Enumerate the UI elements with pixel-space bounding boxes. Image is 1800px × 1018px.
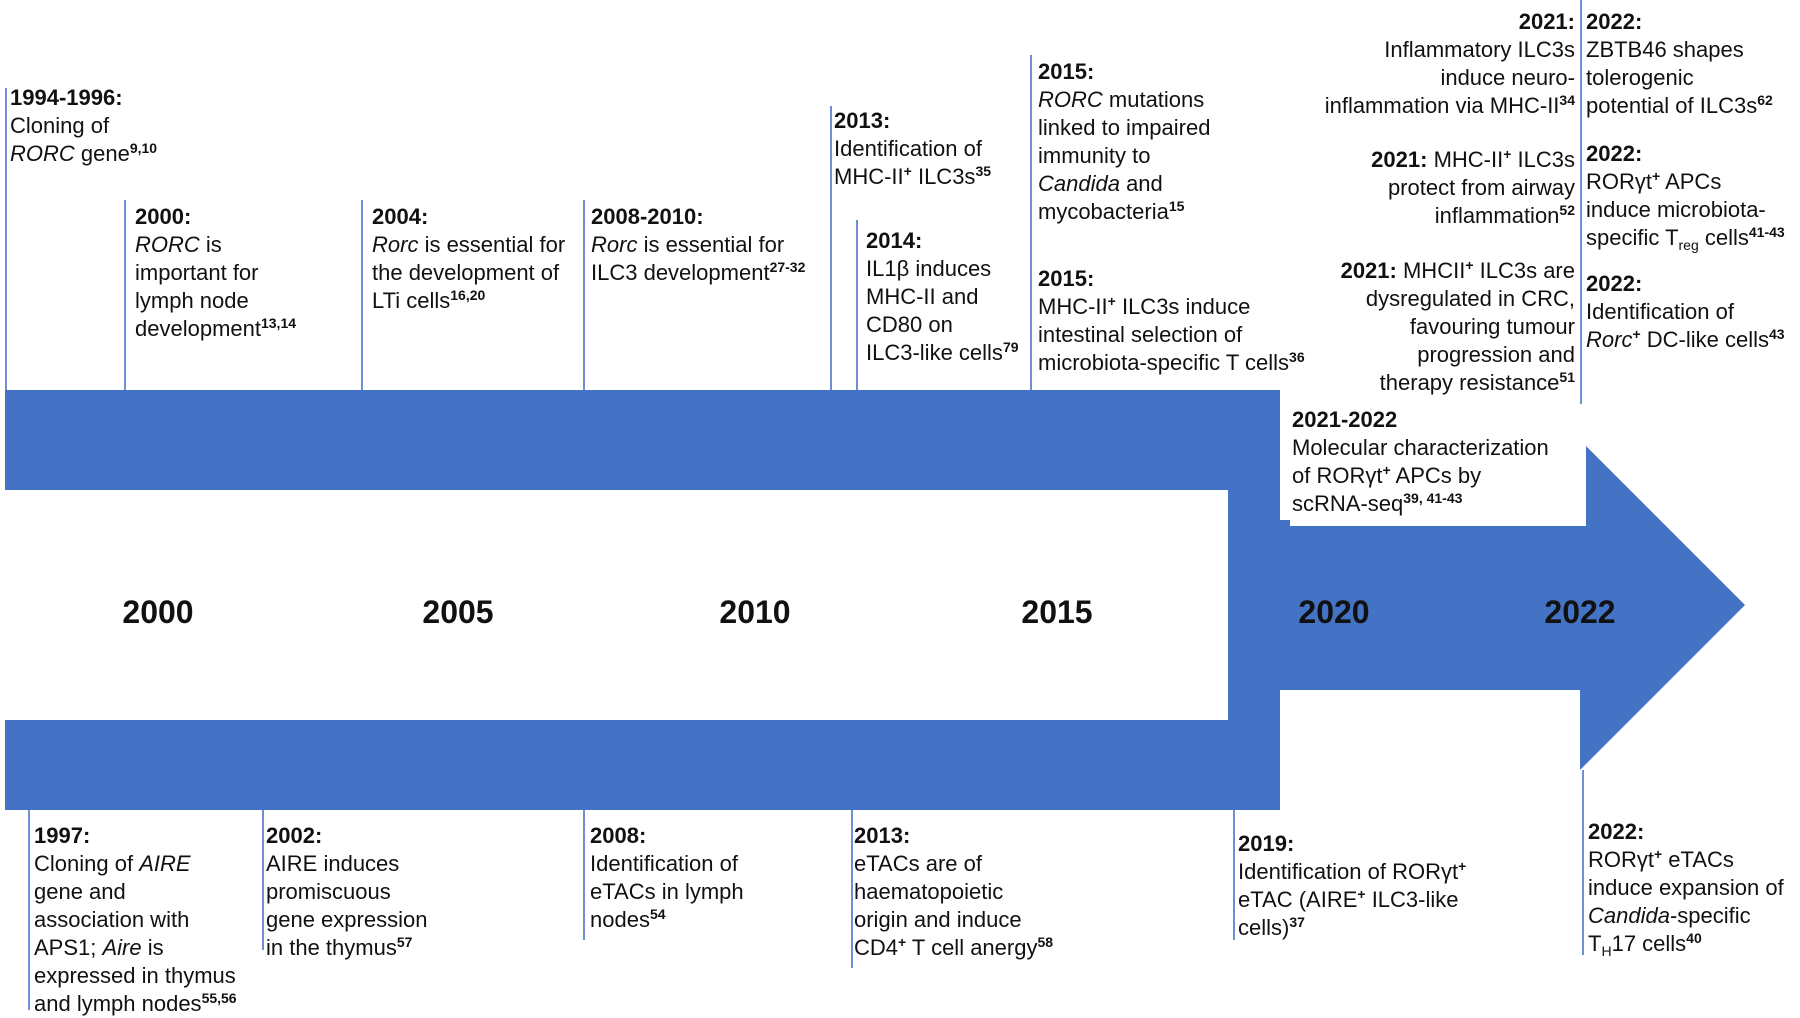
axis-year-2005: 2005 (422, 594, 494, 630)
event-year: 2015: (1038, 59, 1095, 84)
event-year: 1997: (34, 823, 91, 848)
event-year: 2008-2010: (591, 204, 704, 229)
connector-line (361, 200, 363, 390)
axis-year-2010: 2010 (719, 594, 791, 630)
event-year: 2002: (266, 823, 323, 848)
connector-line (583, 200, 585, 390)
event-year: 1994-1996: (10, 85, 123, 110)
connector-line (1582, 770, 1584, 955)
event-year: 2021: (1518, 9, 1575, 34)
connector-line (1233, 810, 1235, 940)
event-2019: 2019: Identification of RORγt+eTAC (AIRE… (1238, 830, 1488, 942)
event-year: 2022: (1586, 9, 1643, 34)
event-year: 2014: (866, 228, 923, 253)
connector-line (851, 810, 853, 968)
event-year: 2008: (590, 823, 647, 848)
connector-line (583, 810, 585, 940)
connector-line (124, 200, 126, 390)
event-year: 2004: (372, 204, 429, 229)
timeline-arrow-body (5, 390, 1745, 810)
axis-year-2015: 2015 (1021, 594, 1093, 630)
event-year: 2022: (1586, 141, 1643, 166)
event-year: 2021-2022 (1292, 407, 1398, 432)
event-year: 2022: (1586, 271, 1643, 296)
event-year: 2015: (1038, 266, 1095, 291)
axis-year-2020: 2020 (1298, 594, 1370, 630)
event-year: 2013: (854, 823, 911, 848)
axis-year-2022: 2022 (1544, 594, 1616, 630)
event-year: 2021: (1371, 147, 1428, 172)
event-year: 2022: (1588, 819, 1645, 844)
connector-line (830, 106, 832, 390)
event-year: 2019: (1238, 831, 1295, 856)
connector-line (1580, 0, 1582, 440)
connector-line (1030, 55, 1032, 390)
axis-year-2000: 2000 (122, 594, 194, 630)
connector-line (5, 88, 7, 390)
connector-line (856, 220, 858, 390)
connector-line (262, 810, 264, 950)
connector-line (28, 810, 30, 1010)
event-text: Identification of RORγt+eTAC (AIRE+ ILC3… (1238, 858, 1467, 940)
event-year: 2000: (135, 204, 192, 229)
event-year: 2021: (1340, 258, 1397, 283)
event-year: 2013: (834, 108, 891, 133)
